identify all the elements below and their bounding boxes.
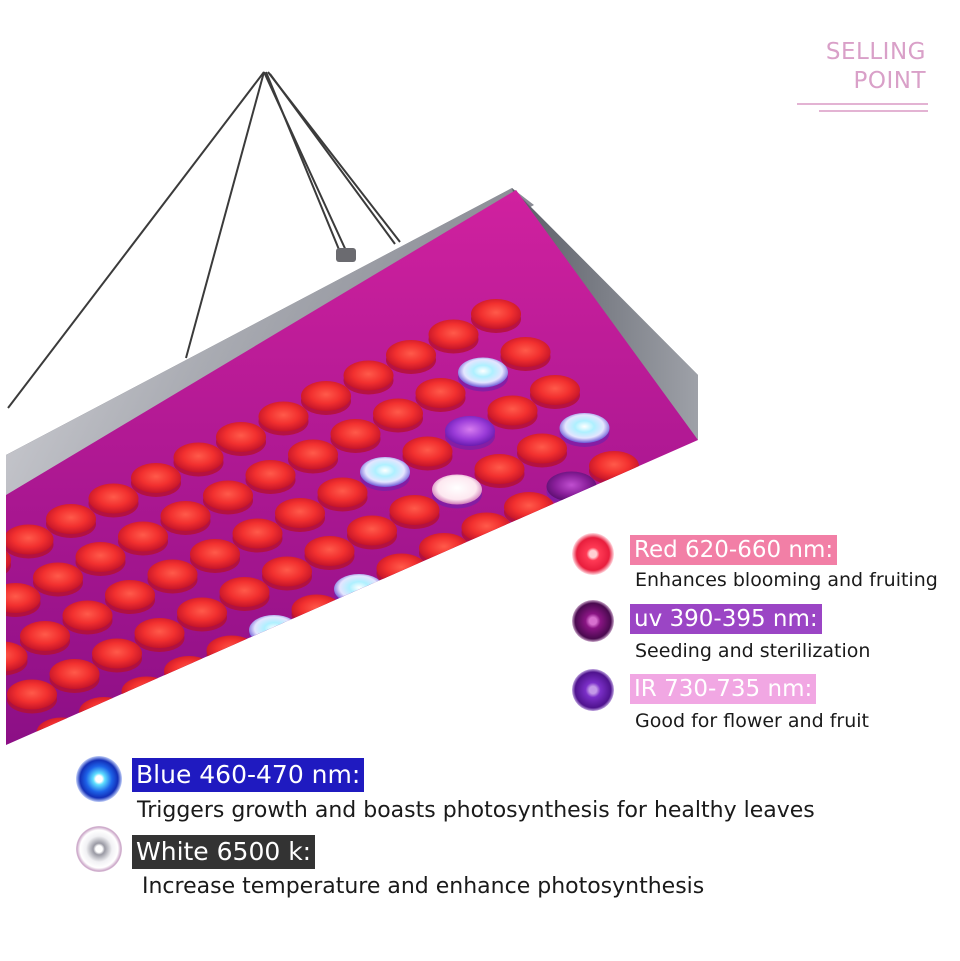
hanging-cables [7, 71, 401, 409]
spectrum-ir-description: Good for flower and fruit [635, 710, 869, 732]
selling-point-line1: SELLING [825, 39, 926, 65]
spectrum-ir-label: IR 730-735 nm: [630, 674, 817, 704]
spectrum-uv-description: Seeding and sterilization [635, 640, 871, 662]
spectrum-red-label: Red 620-660 nm: [630, 535, 838, 565]
selling-point-heading: SELLING POINT [826, 38, 926, 96]
spectrum-red-description: Enhances blooming and fruiting [635, 569, 938, 591]
red-led-icon [572, 533, 614, 575]
spectrum-white-label: White 6500 k: [132, 835, 316, 869]
uv-led-icon [572, 600, 614, 642]
spectrum-white-description: Increase temperature and enhance photosy… [142, 874, 705, 899]
spectrum-uv-label: uv 390-395 nm: [630, 604, 822, 634]
panel-housing [6, 188, 698, 745]
blue-led-icon [76, 756, 122, 802]
spectrum-blue-label: Blue 460-470 nm: [132, 758, 365, 792]
selling-point-line2: POINT [853, 68, 926, 94]
spectrum-blue-description: Triggers growth and boasts photosynthesi… [137, 798, 815, 823]
selling-point-underline [797, 103, 928, 113]
cable-hook-icon [336, 248, 356, 262]
ir-led-icon [572, 669, 614, 711]
white-led-icon [76, 826, 122, 872]
